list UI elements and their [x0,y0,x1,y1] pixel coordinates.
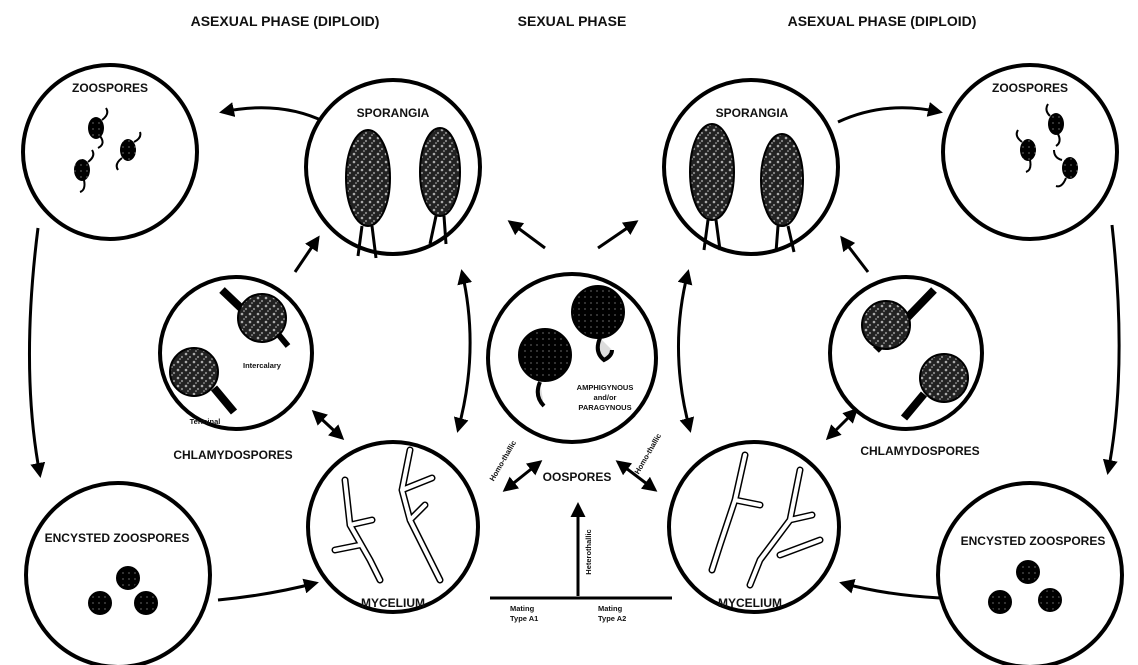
sporangia-left-label: SPORANGIA [357,106,430,120]
sporangia-left-node: SPORANGIA [306,80,480,258]
arrow-chlamy-mycelium-left [314,412,342,438]
encysted-zoospores-right-node: ENCYSTED ZOOSPORES [938,483,1122,665]
encysted-right-label: ENCYSTED ZOOSPORES [961,534,1106,548]
arrow-oospores-to-sporangia-right [598,222,636,248]
homothallic-left-label: Homo-thallic [488,439,519,483]
arrow-chlamy-to-sporangia-left [295,238,318,272]
arrow-oospores-to-sporangia-left [510,222,545,248]
mating-a2-line-1: Mating [598,604,623,613]
amphigynous-line-1: AMPHIGYNOUS [577,383,634,392]
arrow-chlamy-mycelium-right [828,410,856,438]
arrow-oospores-mycelium-left [505,462,540,490]
arrow-sporangia-to-zoospores-left [222,108,325,122]
arrow-encysted-to-mycelium-right [842,583,940,598]
zoospores-right-node: ZOOSPORES [943,65,1117,239]
zoospores-left-label: ZOOSPORES [72,81,148,95]
oospores-node: AMPHIGYNOUS and/or PARAGYNOUS [488,274,656,442]
encysted-left-label: ENCYSTED ZOOSPORES [45,531,190,545]
arrow-encysted-to-mycelium-left [218,583,316,600]
chlamydospores-left-label: CHLAMYDOSPORES [173,448,292,462]
arrow-sporangia-mycelium-left [458,272,470,430]
arrow-chlamy-to-sporangia-right [842,238,868,272]
mating-a1-line-1: Mating [510,604,535,613]
mating-a1-line-2: Type A1 [510,614,538,623]
homothallic-right-label: Homo-thallic [633,432,664,476]
chlamydospores-right-node [830,277,982,429]
arrow-sporangia-mycelium-right [678,272,690,430]
header-asexual-right: ASEXUAL PHASE (DIPLOID) [788,13,977,29]
arrow-sporangia-to-zoospores-right [838,108,940,122]
header-sexual: SEXUAL PHASE [518,13,627,29]
mycelium-right-label: MYCELIUM [718,596,782,610]
oospores-label: OOSPORES [543,470,612,484]
heterothallic-label: Heterothallic [584,529,593,574]
chlamydospores-left-node: Intercalary Terminal [160,277,312,429]
header-asexual-left: ASEXUAL PHASE (DIPLOID) [191,13,380,29]
terminal-label: Terminal [190,417,221,426]
amphigynous-line-2: and/or [594,393,617,402]
mating-a2-line-2: Type A2 [598,614,626,623]
zoospores-right-label: ZOOSPORES [992,81,1068,95]
chlamydospores-right-label: CHLAMYDOSPORES [860,444,979,458]
mycelium-left-label: MYCELIUM [361,596,425,610]
arrow-zoospores-to-encysted-right [1108,225,1119,472]
intercalary-label: Intercalary [243,361,282,370]
sporangia-right-node: SPORANGIA [664,80,838,254]
arrow-zoospores-to-encysted-left [29,228,40,475]
amphigynous-line-3: PARAGYNOUS [578,403,631,412]
mycelium-left-node: MYCELIUM [308,442,478,612]
zoospores-left-node: ZOOSPORES [23,65,197,239]
mycelium-right-node: MYCELIUM [669,442,839,612]
encysted-zoospores-left-node: ENCYSTED ZOOSPORES [26,483,210,665]
sporangia-right-label: SPORANGIA [716,106,789,120]
